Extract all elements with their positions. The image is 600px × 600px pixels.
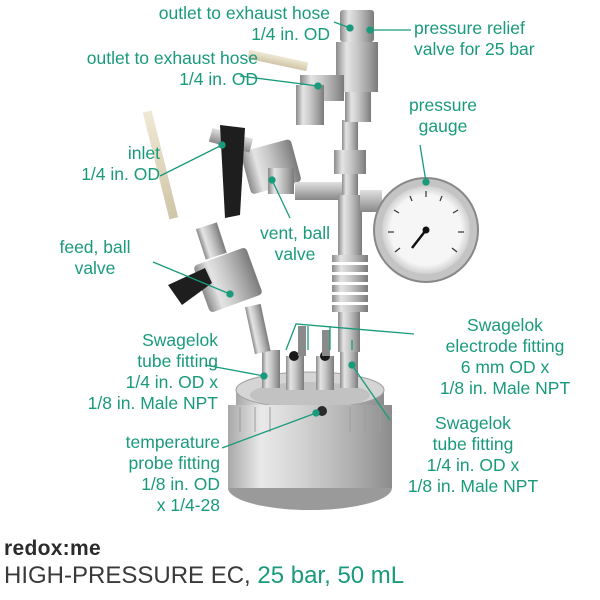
label-pressure-relief: pressure relief valve for 25 bar (414, 18, 535, 59)
label-tube-fitting-right: Swagelok tube fitting 1/4 in. OD x 1/8 i… (407, 413, 539, 496)
pressure-gauge (360, 177, 479, 283)
label-inlet: inlet 1/4 in. OD (81, 143, 160, 184)
label-pressure-gauge: pressure gauge (408, 95, 478, 136)
product-title-specs: 25 bar, 50 mL (257, 562, 405, 589)
lid-fittings (262, 326, 358, 390)
label-electrode-fitting: Swagelok electrode fitting 6 mm OD x 1/8… (439, 315, 571, 398)
product-title: HIGH-PRESSURE EC, 25 bar, 50 mL (4, 562, 404, 590)
label-outlet-top: outlet to exhaust hose 1/4 in. OD (158, 3, 330, 44)
product-title-main: HIGH-PRESSURE EC, (4, 562, 251, 589)
central-riser (332, 120, 368, 352)
label-feed-valve: feed, ball valve (59, 237, 131, 278)
feed-assembly (142, 110, 271, 355)
vessel-body (228, 371, 392, 510)
brand-logo: redox:me (4, 537, 101, 560)
label-vent-valve: vent, ball valve (259, 223, 331, 264)
label-temp-probe: temperature probe fitting 1/8 in. OD x 1… (125, 432, 220, 515)
label-outlet-mid: outlet to exhaust hose 1/4 in. OD (86, 48, 258, 89)
label-tube-fitting-left: Swagelok tube fitting 1/4 in. OD x 1/8 i… (87, 330, 218, 413)
relief-valve (247, 10, 378, 125)
